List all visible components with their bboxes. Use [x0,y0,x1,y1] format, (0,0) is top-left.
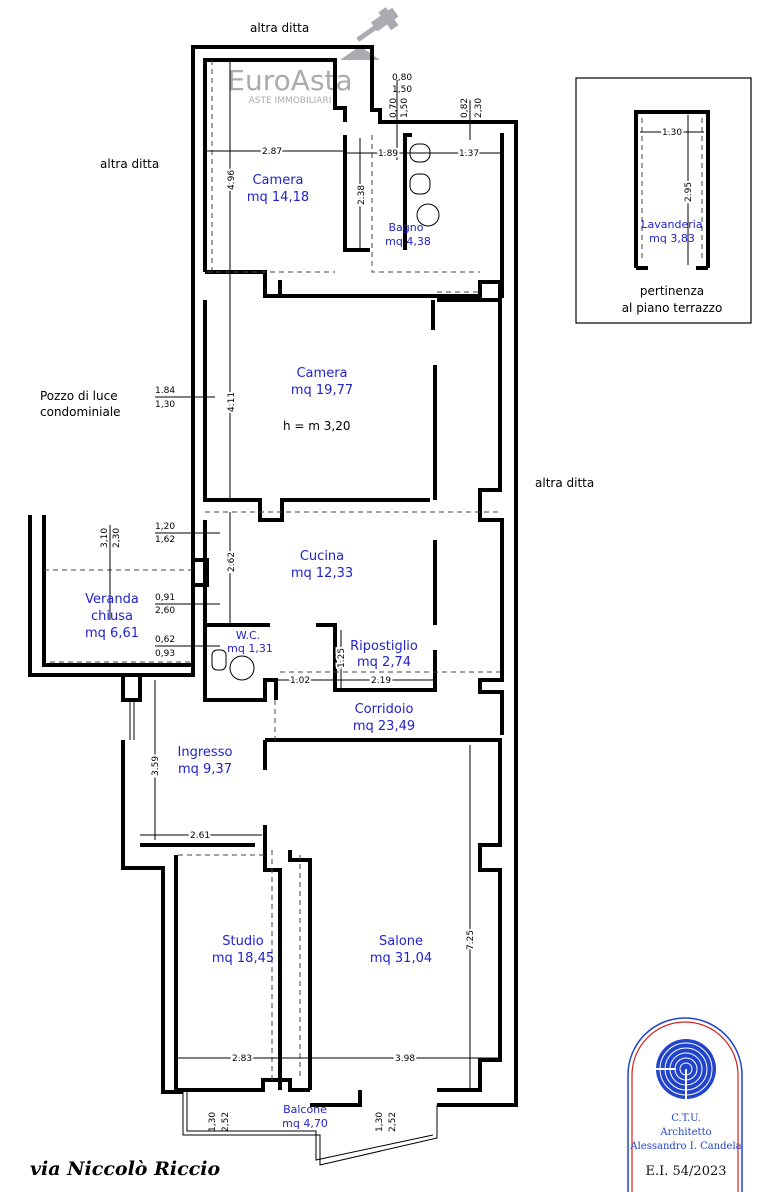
room-wc-area: mq 1,31 [227,642,273,655]
room-camera-1-area: mq 14,18 [247,190,309,205]
neighbor-left-label: altra ditta [100,157,159,171]
dim: 2,52 [221,1112,231,1132]
annex-box: 1.30 2.95 Lavanderia mq 3,83 pertinenza … [575,77,752,324]
dim: 4.96 [227,170,237,190]
dim: 2.38 [357,185,367,205]
room-studio-area: mq 18,45 [212,951,274,966]
dim: 2,52 [388,1112,398,1132]
dim: 1.30 [662,128,682,138]
light-well-label: Pozzo di luce [40,389,118,403]
dim: 2,30 [474,98,484,118]
room-balcone-area: mq 4,70 [282,1117,328,1130]
balcony-railing-inner [186,1092,434,1161]
room-ingresso: Ingresso [178,745,233,760]
dim: 1.84 [155,386,175,396]
dim: 1,30 [375,1112,385,1132]
dim: 2.19 [371,676,391,686]
ceiling-height: h = m 3,20 [283,419,351,433]
dim: 2.62 [227,552,237,572]
room-bagno: Bagno [389,221,424,234]
dim: 1,50 [392,85,412,95]
dim: 0,80 [392,73,412,83]
dim: 0,91 [155,593,175,603]
room-lavanderia-area: mq 3,83 [649,232,695,245]
dim: 0,70 [389,98,399,118]
dim: 1,50 [400,98,410,118]
dimension-lines [109,62,502,1090]
annex-note: pertinenza [640,284,704,298]
light-well-label-2: condominiale [40,405,121,419]
annex-note-2: al piano terrazzo [622,301,723,315]
dim: 2.87 [262,147,282,157]
dim: 0,62 [155,635,175,645]
room-salone-area: mq 31,04 [370,951,432,966]
street-name: via Niccolò Riccio [30,1158,220,1180]
room-cucina: Cucina [300,549,344,564]
stamp-case-id: E.I. 54/2023 [645,1164,726,1179]
room-camera-2: Camera [296,366,347,381]
room-veranda-2: chiusa [91,609,133,624]
dim: 1.02 [290,676,310,686]
walls [28,45,518,1107]
stamp-title: Architetto [659,1127,711,1138]
dim: 4.11 [227,392,237,412]
room-bagno-area: mq 4,38 [385,235,431,248]
dim: 3,10 [100,528,110,548]
architect-stamp: C.T.U. Architetto Alessandro I. Candela … [627,1017,743,1192]
room-ingresso-area: mq 9,37 [178,762,232,777]
dim: 3.59 [151,756,161,776]
dim: 2.83 [232,1054,252,1064]
room-corridoio: Corridoio [355,702,414,717]
wc-shower-icon [229,655,255,681]
dim: 2,30 [112,528,122,548]
gavel-icon [340,7,399,60]
room-balcone: Balcone [283,1103,327,1116]
room-lavanderia: Lavanderia [641,218,702,231]
wc-toilet-icon [211,649,227,671]
bidet-icon [409,143,431,163]
dashed-lines [44,60,500,1080]
dim: 7.25 [466,930,476,950]
dim: 2,60 [155,606,175,616]
room-corridoio-area: mq 23,49 [353,719,415,734]
fixtures [211,143,440,681]
watermark-tagline: ASTE IMMOBILIARI [249,96,332,106]
dim: 1,62 [155,535,175,545]
euroasta-watermark: EuroAsta ASTE IMMOBILIARI [227,7,399,106]
dim: 1.37 [459,149,479,159]
dim: 1.89 [378,149,398,159]
dimension-labels: 0,80 1,50 0,70 1,50 0,82 2,30 2.87 1.89 … [100,73,484,1132]
room-veranda-area: mq 6,61 [85,626,139,641]
dim: 3.98 [395,1054,415,1064]
room-camera-1: Camera [252,173,303,188]
dim: 2.95 [684,182,694,202]
dim: 1,20 [155,522,175,532]
room-salone: Salone [379,934,423,949]
toilet-icon [409,173,431,195]
dim: 2.61 [190,831,210,841]
neighbor-right-label: altra ditta [535,476,594,490]
stamp-name: Alessandro I. Candela [629,1141,741,1152]
room-camera-2-area: mq 19,77 [291,383,353,398]
shower-drain-icon [416,203,440,227]
room-ripostiglio-area: mq 2,74 [357,655,411,670]
dim: 1,30 [155,400,175,410]
room-studio: Studio [222,934,263,949]
stamp-ctu: C.T.U. [671,1113,701,1124]
labyrinth-icon [656,1039,716,1099]
room-labels: Camera mq 14,18 Bagno mq 4,38 Camera mq … [85,173,432,1130]
neighbor-top-label: altra ditta [250,21,309,35]
dim: 1,30 [208,1112,218,1132]
room-ripostiglio: Ripostiglio [350,639,418,654]
room-veranda: Veranda [85,592,139,607]
room-wc: W.C. [236,629,260,642]
watermark-brand: EuroAsta [227,64,352,97]
dim: 0,82 [460,98,470,118]
room-cucina-area: mq 12,33 [291,566,353,581]
balcony-railing [182,1092,438,1166]
dim: 0,93 [155,649,175,659]
dim: 1.25 [337,648,347,668]
